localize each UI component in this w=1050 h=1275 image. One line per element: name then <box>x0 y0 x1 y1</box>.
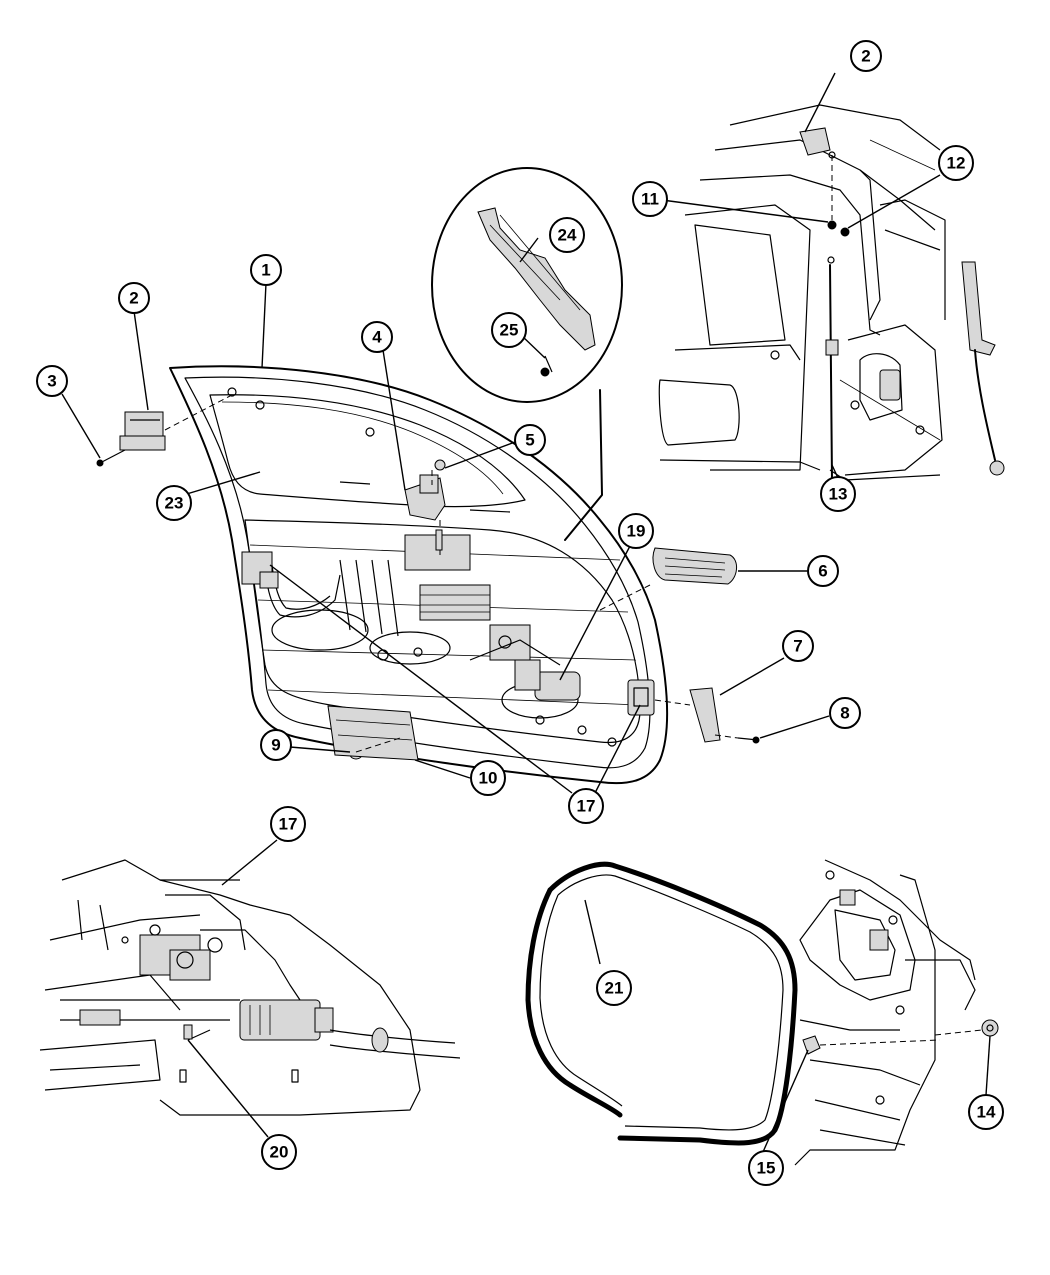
callout-label: 14 <box>977 1103 996 1122</box>
callout-label: 13 <box>829 485 848 504</box>
callout-21: 21 <box>596 970 632 1006</box>
callout-2-hinge: 2 <box>118 282 150 314</box>
callout-label: 11 <box>641 190 659 209</box>
callout-label: 20 <box>270 1143 289 1162</box>
leader-lines <box>61 72 991 1153</box>
callout-label: 17 <box>577 797 596 816</box>
callout-20: 20 <box>261 1134 297 1170</box>
callout-label: 10 <box>479 769 498 788</box>
callout-2-upper: 2 <box>850 40 882 72</box>
callout-label: 25 <box>500 321 519 340</box>
callout-12: 12 <box>938 145 974 181</box>
callout-label: 24 <box>558 226 577 245</box>
hinge-left <box>119 395 231 451</box>
plate-10 <box>327 705 419 761</box>
callout-label: 17 <box>279 815 298 834</box>
callout-label: 3 <box>47 372 56 391</box>
lock-actuator <box>469 624 581 701</box>
callout-10: 10 <box>470 760 506 796</box>
callout-label: 19 <box>627 522 646 541</box>
callout-label: 15 <box>757 1159 776 1178</box>
callout-label: 6 <box>818 562 827 581</box>
callout-3: 3 <box>36 365 68 397</box>
callout-label: 2 <box>861 47 870 66</box>
weatherstrip-21 <box>525 861 798 1146</box>
callout-19: 19 <box>618 513 654 549</box>
handle-6 <box>599 547 737 611</box>
callout-17-main: 17 <box>568 788 604 824</box>
callout-label: 7 <box>793 637 802 656</box>
liftgate-door <box>169 365 669 785</box>
nut-5 <box>434 459 446 471</box>
callout-5: 5 <box>514 424 546 456</box>
latch-detail <box>39 859 461 1116</box>
callout-label: 12 <box>947 154 966 173</box>
screw-8 <box>714 734 760 744</box>
callout-label: 4 <box>372 328 382 347</box>
callout-24: 24 <box>549 217 585 253</box>
side-strut <box>961 261 1005 476</box>
callout-25: 25 <box>491 312 527 348</box>
callout-label: 8 <box>840 704 849 723</box>
bracket-7 <box>654 687 721 743</box>
callout-15: 15 <box>748 1150 784 1186</box>
hinge-4 <box>404 474 446 521</box>
callout-9: 9 <box>260 729 292 761</box>
callout-label: 5 <box>525 431 534 450</box>
callout-label: 9 <box>271 736 280 755</box>
callout-14: 14 <box>968 1094 1004 1130</box>
callout-23: 23 <box>156 485 192 521</box>
callout-label: 21 <box>605 979 624 998</box>
callout-8: 8 <box>829 697 861 729</box>
latch-assembly <box>627 679 655 716</box>
callout-label: 1 <box>261 261 270 280</box>
detail-circle <box>431 167 623 541</box>
callout-6: 6 <box>807 555 839 587</box>
callout-17-detail: 17 <box>270 806 306 842</box>
callout-7: 7 <box>782 630 814 662</box>
callout-13: 13 <box>820 476 856 512</box>
callout-4: 4 <box>361 321 393 353</box>
callout-11: 11 <box>632 181 668 217</box>
callout-label: 23 <box>165 494 184 513</box>
vehicle-body-opening <box>658 104 1005 481</box>
screw-3 <box>96 449 126 467</box>
callout-label: 2 <box>129 289 138 308</box>
callout-1: 1 <box>250 254 282 286</box>
body-opening-detail <box>794 859 999 1166</box>
